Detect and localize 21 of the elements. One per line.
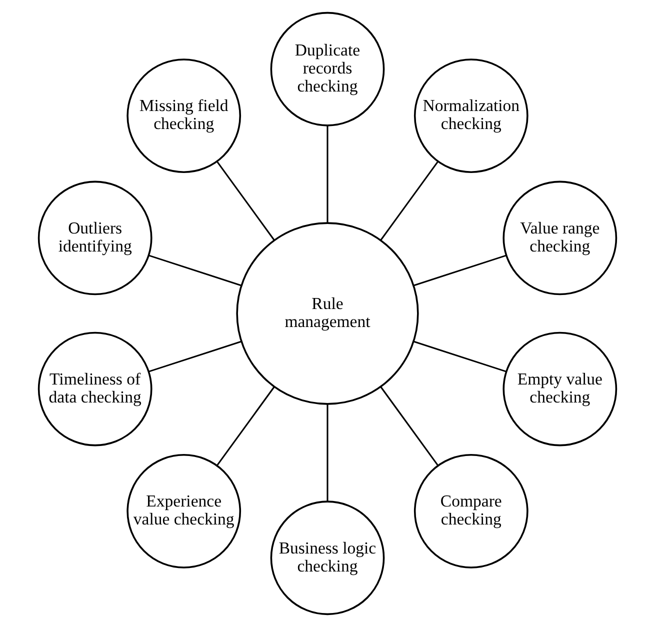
node-circle: Business logic checking: [270, 500, 384, 616]
connector: [216, 161, 274, 240]
connector: [412, 340, 506, 372]
node-circle: Timeliness of data checking: [37, 332, 152, 446]
connector: [326, 404, 328, 502]
node-circle: Normalization checking: [413, 58, 528, 173]
connector: [412, 254, 506, 286]
connector: [216, 386, 274, 466]
node-circle: Compare checking: [413, 454, 528, 568]
connector: [380, 161, 438, 240]
node-circle: Rule management: [236, 222, 418, 405]
connector: [380, 386, 438, 466]
node-circle: Value range checking: [502, 180, 617, 296]
connector: [148, 254, 242, 286]
connector: [148, 340, 242, 372]
node-circle: Outliers identifying: [37, 180, 152, 296]
connector: [326, 126, 328, 223]
node-circle: Duplicate records checking: [270, 12, 384, 126]
node-circle: Empty value checking: [502, 332, 617, 446]
node-circle: Experience value checking: [126, 454, 241, 568]
node-circle: Missing field checking: [126, 58, 241, 173]
